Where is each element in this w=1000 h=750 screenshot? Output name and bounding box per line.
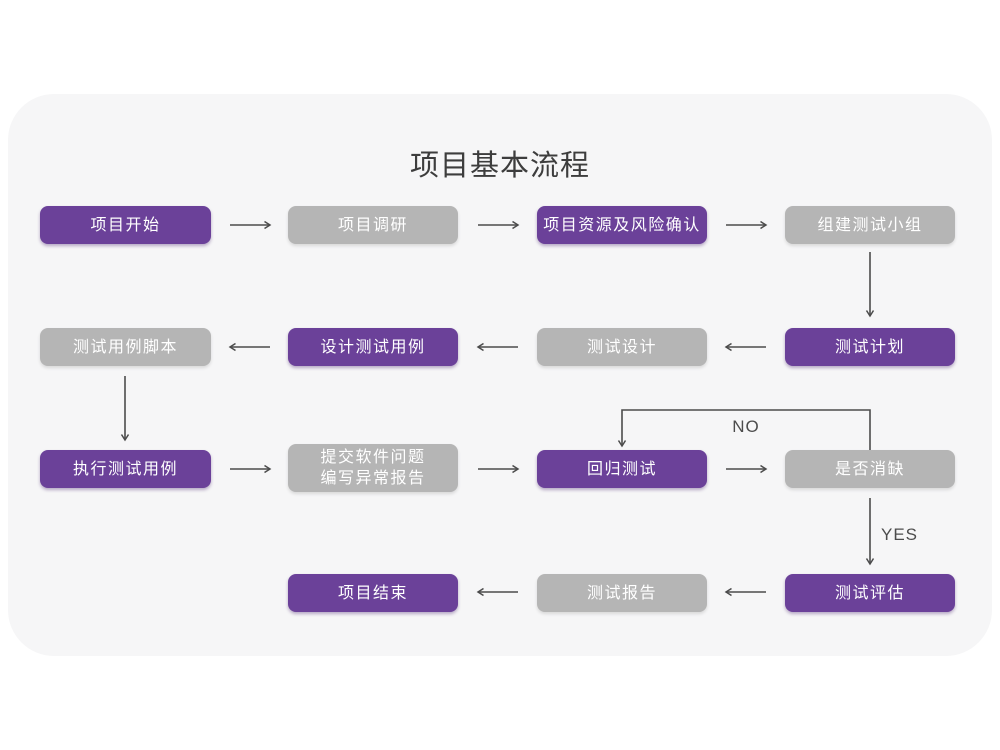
node-execute-test-cases: 执行测试用例 — [40, 450, 211, 488]
edge-label-yes: YES — [881, 525, 919, 544]
node-project-research: 项目调研 — [288, 206, 458, 244]
node-build-test-team: 组建测试小组 — [785, 206, 955, 244]
node-defect-resolved: 是否消缺 — [785, 450, 955, 488]
edge-label-no: NO — [732, 417, 760, 436]
node-design-test-cases: 设计测试用例 — [288, 328, 458, 366]
node-test-report: 测试报告 — [537, 574, 707, 612]
node-resource-risk: 项目资源及风险确认 — [537, 206, 707, 244]
node-project-start: 项目开始 — [40, 206, 211, 244]
node-regression-test: 回归测试 — [537, 450, 707, 488]
node-project-end: 项目结束 — [288, 574, 458, 612]
node-test-design: 测试设计 — [537, 328, 707, 366]
flowchart-card — [8, 94, 992, 656]
node-submit-issues-report: 提交软件问题 编写异常报告 — [288, 444, 458, 492]
node-test-case-script: 测试用例脚本 — [40, 328, 211, 366]
node-test-evaluation: 测试评估 — [785, 574, 955, 612]
page-title: 项目基本流程 — [409, 150, 590, 182]
node-test-plan: 测试计划 — [785, 328, 955, 366]
